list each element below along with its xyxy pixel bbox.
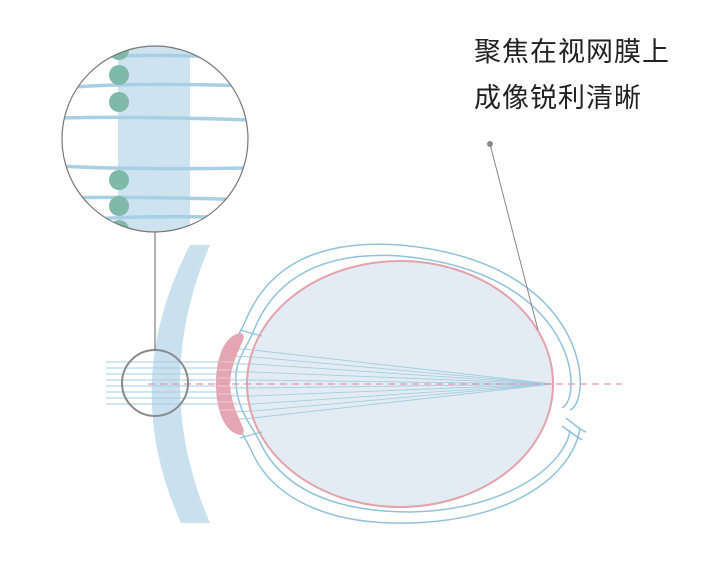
cell	[109, 170, 129, 190]
caption-line-2: 成像锐利清晰	[474, 76, 714, 122]
leader-dot	[487, 141, 493, 147]
cell	[109, 220, 129, 240]
zoom-bubble	[60, 40, 250, 240]
zoom-lens-band	[118, 40, 190, 240]
optic-nerve-top	[566, 418, 586, 432]
caption-line-1: 聚焦在视网膜上	[474, 30, 714, 76]
cell	[109, 92, 129, 112]
cell	[109, 196, 129, 216]
caption: 聚焦在视网膜上 成像锐利清晰	[474, 30, 714, 122]
cell	[109, 65, 129, 85]
